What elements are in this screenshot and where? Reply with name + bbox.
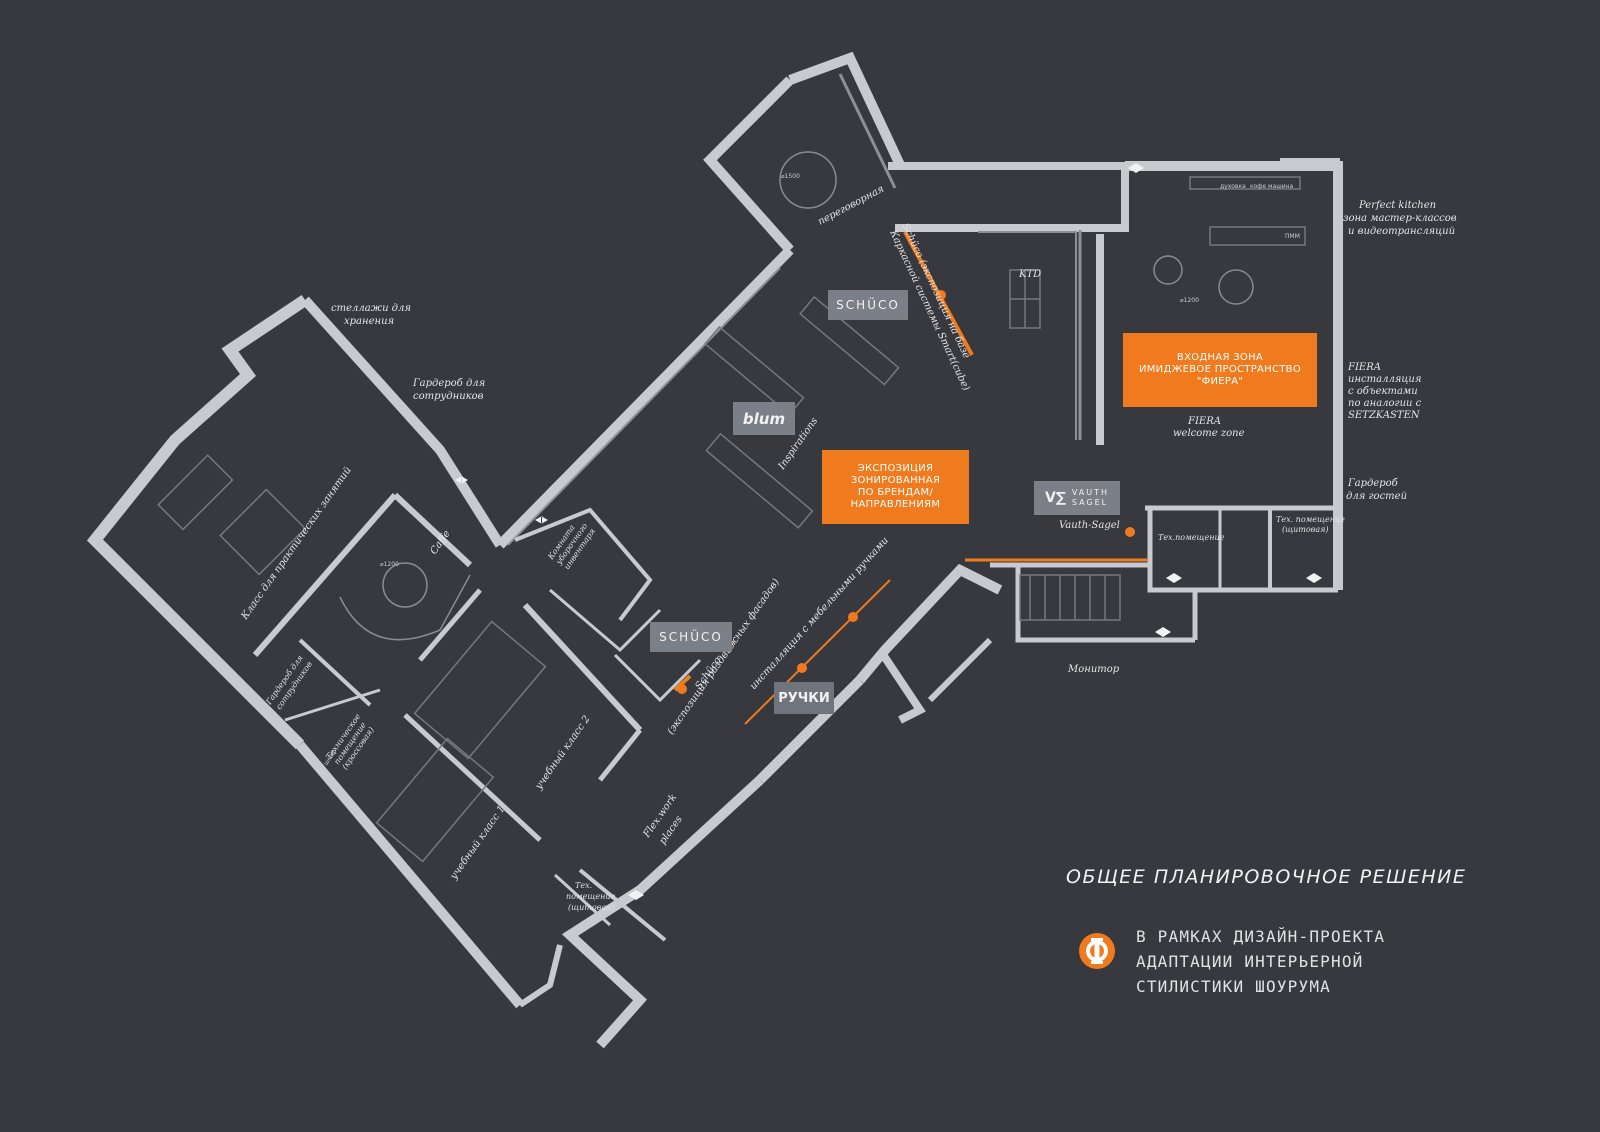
label-tech-bottom-3: (щитовая) xyxy=(568,903,615,912)
label-staff-wardrobe: Гардероб для xyxy=(412,378,485,389)
label-storage: стеллажи для xyxy=(331,303,411,314)
label-perfect-kitchen-3: и видеотрансляций xyxy=(1348,226,1455,237)
plan-subtitle: В РАМКАХ ДИЗАЙН-ПРОЕКТА АДАПТАЦИИ ИНТЕРЬ… xyxy=(1136,924,1385,999)
label-fiera-welcome: FIERA xyxy=(1187,416,1221,427)
brand-sagel: SAGEL xyxy=(1071,498,1109,507)
label-fiera-welcome-2: welcome zone xyxy=(1173,428,1245,439)
label-d1200-b: ⌀1200 xyxy=(380,561,399,568)
accent-dots xyxy=(677,290,1135,694)
label-schuco-facades-2: (экспозиция раздвижных фасадов) xyxy=(665,577,782,737)
furniture xyxy=(157,176,1306,863)
round-tables xyxy=(339,151,1254,641)
logo-phi-icon xyxy=(1079,933,1115,969)
label-storage-2: хранения xyxy=(344,316,394,327)
label-tech-shield: Тех. помещение xyxy=(1276,515,1345,524)
label-oven: духовка xyxy=(1220,183,1246,190)
brand-schuco-bottom: SCHÜCO xyxy=(650,622,732,652)
label-practice-class: Класс для практических занятий xyxy=(239,465,354,623)
label-fiera-5: SETZKASTEN xyxy=(1348,410,1421,421)
zone-entrance: ВХОДНАЯ ЗОНА ИМИДЖЕВОЕ ПРОСТРАНСТВО "ФИЕ… xyxy=(1123,333,1317,407)
subtitle-line-3: СТИЛИСТИКИ ШОУРУМА xyxy=(1136,977,1331,996)
brand-vauth-sagel: V∑ VAUTH SAGEL xyxy=(1034,481,1120,515)
label-fiera-4: по аналогии с xyxy=(1348,398,1422,409)
brand-ruchki: РУЧКИ xyxy=(774,682,834,714)
label-fiera: FIERA xyxy=(1347,362,1381,373)
brand-vauth: VAUTH xyxy=(1071,488,1110,497)
subtitle-line-1: В РАМКАХ ДИЗАЙН-ПРОЕКТА xyxy=(1136,927,1386,946)
label-schuco-extension: Schüco (экспозиция на базе xyxy=(899,222,972,361)
zone-entrance-line-2: ИМИДЖЕВОЕ ПРОСТРАНСТВО xyxy=(1138,364,1302,375)
subtitle-line-2: АДАПТАЦИИ ИНТЕРЬЕРНОЙ xyxy=(1136,952,1364,971)
zone-entrance-line-1: ВХОДНАЯ ЗОНА xyxy=(1176,352,1264,363)
label-guest-wardrobe: Гардероб xyxy=(1347,478,1399,489)
label-study-class-2: учебный класс 2 xyxy=(533,714,593,793)
label-monitor: Монитор xyxy=(1067,664,1120,675)
label-vauth-sagel: Vauth-Sagel xyxy=(1059,520,1120,531)
label-ktd: KTD xyxy=(1018,269,1041,280)
label-staff-wardrobe-2: сотрудников xyxy=(413,391,484,402)
label-perfect-kitchen: Perfect kitchen xyxy=(1358,200,1436,211)
label-dishwasher: ПММ xyxy=(1285,233,1300,240)
brand-schuco-top: SCHÜCO xyxy=(828,290,908,320)
label-fiera-2: инсталляция xyxy=(1348,374,1421,385)
label-d1200-a: ⌀1200 xyxy=(1180,297,1199,304)
label-study-class-1: учебный класс 1 xyxy=(448,804,508,883)
label-guest-wardrobe-2: для гостей xyxy=(1346,491,1407,502)
zone-exposition-line-3: ПО БРЕНДАМ/ xyxy=(857,487,934,498)
vauth-sagel-logo-icon: V∑ xyxy=(1044,490,1066,506)
zone-exposition-line-2: ЗОНИРОВАННАЯ xyxy=(850,475,941,486)
zone-exposition-line-1: ЭКСПОЗИЦИЯ xyxy=(857,463,934,474)
label-coffee: кофе машина xyxy=(1250,183,1294,190)
label-negotiation: переговорная xyxy=(816,184,886,228)
label-tech-bottom-2: помещение xyxy=(566,892,616,901)
brand-blum: blum xyxy=(733,402,795,435)
label-tech-bottom: Тех. xyxy=(575,881,592,890)
walls xyxy=(86,51,1343,1049)
label-perfect-kitchen-2: зона мастер-классов xyxy=(1343,213,1457,224)
zone-exposition: ЭКСПОЗИЦИЯ ЗОНИРОВАННАЯ ПО БРЕНДАМ/ НАПР… xyxy=(822,450,969,524)
door-arrow-icon xyxy=(455,163,1322,900)
plan-title: ОБЩЕЕ ПЛАНИРОВОЧНОЕ РЕШЕНИЕ xyxy=(1066,866,1467,888)
zone-entrance-line-3: "ФИЕРА" xyxy=(1196,376,1244,387)
label-fiera-3: с объектами xyxy=(1348,386,1418,397)
zone-exposition-line-4: НАПРАВЛЕНИЯМ xyxy=(850,499,941,510)
label-d1500: ⌀1500 xyxy=(781,173,800,180)
label-tech-room: Тех.помещение xyxy=(1158,533,1225,542)
label-tech-shield-2: (щитовая) xyxy=(1282,525,1329,534)
